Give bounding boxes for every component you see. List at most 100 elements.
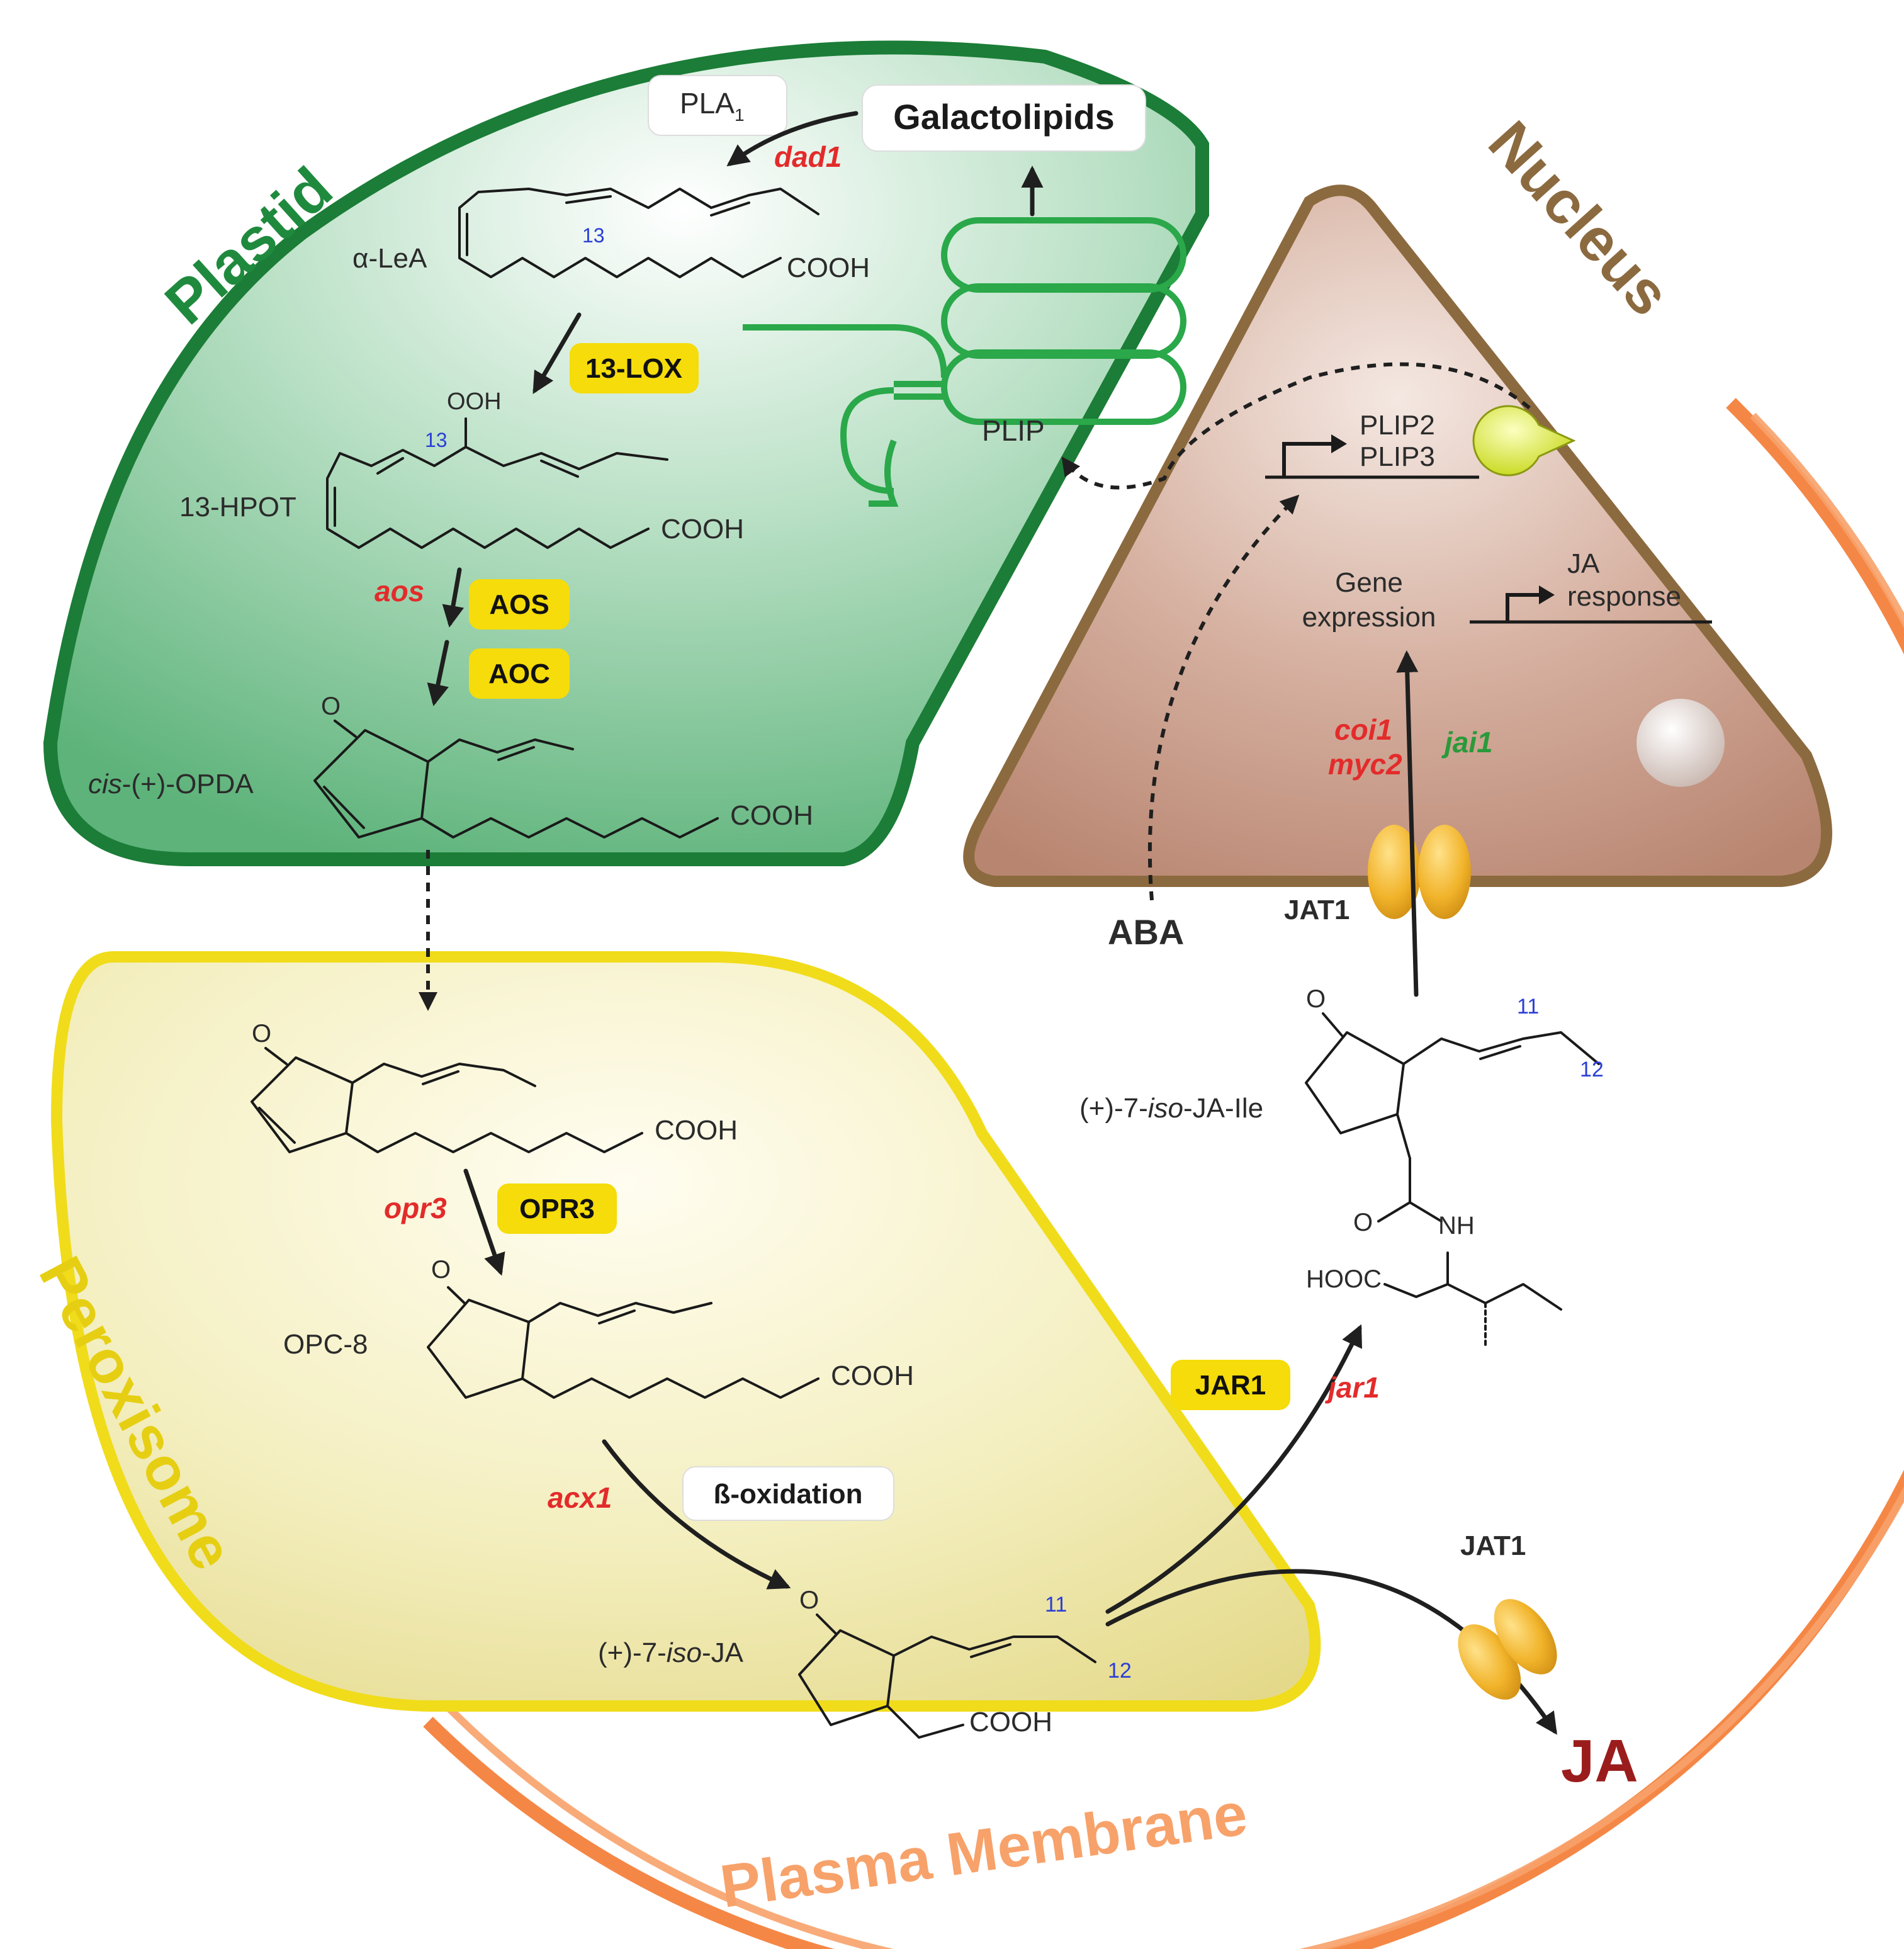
svg-text:(+)-7-iso-JA: (+)-7-iso-JA	[598, 1637, 744, 1668]
pla1-subscript: 1	[735, 105, 745, 125]
aoc-arrow	[427, 640, 449, 706]
svg-text:α-LeA: α-LeA	[352, 243, 427, 274]
opda-label-cis: cis	[88, 769, 122, 799]
opr3-arrow	[463, 1168, 505, 1276]
opda-double-bond	[497, 746, 535, 761]
alpha-lea-cooh: COOH	[787, 252, 870, 283]
aos-enzyme-box: AOS	[469, 579, 570, 630]
opda-side-chain-2	[420, 817, 719, 839]
isojaile-double-bond	[1479, 1045, 1521, 1060]
gene-label: Gene	[1335, 567, 1403, 598]
plasma-membrane	[423, 398, 1904, 1949]
alpha-lea-label-alpha: α	[352, 243, 368, 274]
opc8-double-bond	[598, 1309, 636, 1325]
aoc-label: AOC	[488, 658, 550, 689]
opc8-side-chain-1	[527, 1302, 713, 1323]
isojaile-ile-branch	[1446, 1283, 1562, 1311]
hpot13-cooh: COOH	[661, 514, 744, 545]
isojaile-hooc: HOOC	[1306, 1265, 1382, 1293]
opda-keto	[334, 720, 357, 738]
isojaile-o-amide: O	[1353, 1209, 1373, 1236]
perox-opda-ring	[251, 1056, 354, 1153]
svg-text:cis-(+)-OPDA: cis-(+)-OPDA	[88, 769, 254, 799]
svg-text:(+)-7-iso-JA-Ile: (+)-7-iso-JA-Ile	[1079, 1093, 1263, 1124]
isojaile-label-b: -JA-Ile	[1183, 1093, 1263, 1124]
thylakoid-stack	[743, 217, 1186, 507]
opr3-enzyme-box: OPR3	[497, 1184, 617, 1234]
lox13-enzyme-box: 13-LOX	[570, 343, 699, 393]
opda-side-chain-1	[427, 738, 574, 763]
opda-ring-double-bond	[323, 786, 365, 829]
opc8-ring	[427, 1299, 530, 1399]
perox-opda-cooh: COOH	[655, 1115, 738, 1146]
aoc-enzyme-box: AOC	[469, 648, 570, 699]
myc2-gene: myc2	[1328, 748, 1402, 781]
isojaile-oxygen: O	[1306, 985, 1326, 1013]
opc8-oxygen: O	[431, 1256, 451, 1284]
hpot13-structure	[326, 417, 650, 549]
perox-opda-ring-double-bond	[258, 1107, 296, 1144]
hpot-carbon-13: 13	[425, 429, 448, 451]
ja-response-promoter	[1470, 585, 1712, 624]
acx1-gene: acx1	[548, 1481, 612, 1514]
jar1-label: JAR1	[1195, 1370, 1266, 1401]
isojaile-keto	[1322, 1012, 1343, 1037]
perox-opda-double-bond	[422, 1070, 459, 1085]
alpha-lea-label-rest: -LeA	[368, 243, 427, 274]
plasma-membrane-title: Plasma Membrane	[716, 1780, 1251, 1921]
isojaile-side-chain	[1402, 1031, 1600, 1065]
opda-oxygen: O	[321, 692, 341, 720]
alpha-lea-double-bond-1	[710, 201, 750, 217]
opda-label-rest: -(+)-OPDA	[122, 769, 254, 799]
jat1-nuclear-label: JAT1	[1284, 895, 1349, 925]
lox-arrow	[532, 312, 582, 395]
opr3-label: OPR3	[519, 1194, 595, 1224]
lox13-label: 13-LOX	[585, 353, 682, 384]
aos-gene: aos	[375, 575, 424, 607]
isojaile-label-iso: iso	[1148, 1093, 1183, 1124]
perox-opda-keto	[264, 1047, 288, 1065]
opr3-gene: opr3	[384, 1192, 447, 1224]
isoja-carbon-11: 11	[1045, 1593, 1067, 1617]
hpot13-label: 13-HPOT	[179, 492, 296, 523]
plip3-label: PLIP3	[1360, 441, 1435, 472]
expression-label: expression	[1302, 602, 1436, 633]
aos-label: AOS	[489, 589, 549, 620]
isoja-side-chain	[893, 1635, 1096, 1663]
isoja-label-iso: iso	[667, 1637, 702, 1668]
ja-response-label-1: JA	[1567, 548, 1600, 579]
svg-text:PLA1: PLA1	[680, 87, 745, 125]
nucleolus	[1636, 699, 1725, 787]
jat1-membrane-transporter	[1458, 1599, 1557, 1700]
opc8-side-chain-2	[521, 1377, 820, 1399]
isoja-carbon-12: 12	[1108, 1659, 1132, 1683]
plip-pacman	[1472, 405, 1576, 477]
jat1-membrane-label: JAT1	[1460, 1530, 1526, 1561]
jar1-arrow	[1105, 1324, 1363, 1614]
galactolipids-box: Galactolipids	[862, 84, 1146, 152]
plip-export-dashed-arrow	[1061, 362, 1531, 490]
hpot-ooh: OOH	[447, 388, 502, 415]
beta-oxidation-label: ß-oxidation	[713, 1479, 862, 1510]
ja-response-label-2: response	[1567, 581, 1681, 612]
galactolipids-label: Galactolipids	[893, 97, 1115, 137]
pla1-box: PLA1	[648, 75, 787, 136]
alpha-lea-carbon-13: 13	[582, 224, 605, 247]
isoja-label-b: -JA	[702, 1637, 744, 1668]
jai1-gene: jai1	[1441, 726, 1493, 759]
jat1-nuclear-transporter	[1368, 825, 1471, 919]
aos-arrow	[442, 567, 465, 628]
opc8-cooh: COOH	[831, 1360, 914, 1391]
aba-dashed-arrow	[1147, 494, 1300, 901]
isojaile-ile-chain	[1383, 1251, 1449, 1298]
nucleus-compartment	[963, 184, 1832, 887]
coi1-gene: coi1	[1334, 713, 1392, 746]
plip2-label: PLIP2	[1360, 410, 1435, 441]
isoja-keto	[816, 1613, 837, 1635]
jar1-gene: jar1	[1325, 1371, 1380, 1404]
pla1-arrow	[726, 111, 859, 167]
isojaile-ring	[1305, 1031, 1405, 1134]
plip-label: PLIP	[982, 414, 1045, 447]
isojaile-amide-bond	[1409, 1201, 1443, 1223]
